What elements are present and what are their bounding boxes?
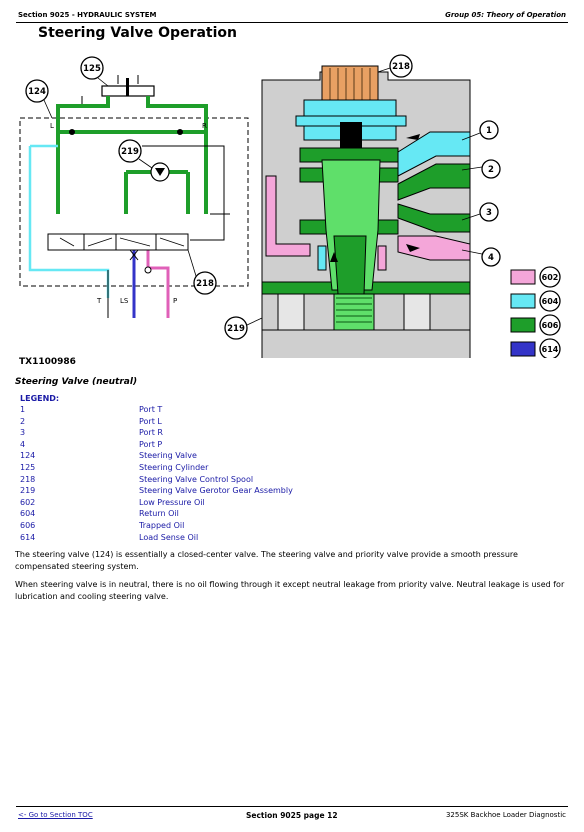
legend-item-text: Trapped Oil — [139, 520, 185, 530]
callout-125: 125 — [83, 64, 101, 74]
legend-item-number: 219 — [20, 486, 36, 496]
legend-item: 2 Port L — [20, 417, 380, 429]
callout-124: 124 — [28, 87, 46, 97]
legend-item-text: Steering Cylinder — [139, 462, 209, 472]
legend-item-number: 3 — [20, 428, 26, 438]
legend-item: 602 Low Pressure Oil — [20, 498, 380, 510]
label-ls: LS — [120, 297, 129, 305]
group-label: Group 05: Theory of Operation — [445, 11, 566, 19]
legend-title: LEGEND: — [20, 394, 60, 403]
page-footer: <- Go to Section TOC Section 9025 page 1… — [16, 806, 568, 823]
legend-item-number: 1 — [20, 405, 26, 414]
legend-item: 614 Load Sense Oil — [20, 533, 380, 545]
legend-item-number: 606 — [20, 520, 36, 530]
legend-item: 124 Steering Valve — [20, 451, 380, 463]
color-key-swatch — [510, 269, 536, 285]
steering-valve-figure: L R T LS P — [19, 54, 561, 358]
legend-item-number: 124 — [20, 451, 36, 461]
color-key-swatch — [510, 293, 536, 309]
color-key-callout — [539, 314, 561, 336]
legend-item-text: Load Sense Oil — [139, 532, 199, 542]
page-number: Section 9025 page 12 — [246, 811, 338, 820]
legend-item-number: 4 — [20, 439, 26, 449]
color-key-swatch — [510, 317, 536, 333]
legend-item-text: Steering Valve Control Spool — [139, 474, 254, 484]
legend-item: 218 Steering Valve Control Spool — [20, 475, 380, 487]
legend-item-number: 125 — [20, 462, 36, 472]
callout-218-top: 218 — [392, 62, 410, 72]
paragraph-2: When steering valve is in neutral, there… — [15, 580, 565, 601]
legend-item: 606 Trapped Oil — [20, 521, 380, 533]
figure-caption: Steering Valve (neutral) — [15, 377, 138, 387]
section-label: Section 9025 - HYDRAULIC SYSTEM — [18, 11, 157, 19]
color-key-swatch — [510, 341, 536, 357]
page-header: Section 9025 - HYDRAULIC SYSTEM Group 05… — [16, 8, 568, 23]
legend-item-text: Port R — [139, 428, 163, 438]
color-key-callout — [539, 290, 561, 312]
label-t: T — [96, 297, 102, 305]
legend-item-text: Port L — [139, 416, 162, 426]
color-key-code: 602 — [542, 273, 559, 282]
color-key-code: 604 — [542, 297, 559, 306]
color-key-code: 614 — [542, 345, 559, 354]
callout-219: 219 — [121, 147, 139, 157]
legend-item-number: 604 — [20, 509, 36, 519]
legend-item: 219 Steering Valve Gerotor Gear Assembly — [20, 486, 380, 498]
legend-item: 3 Port R — [20, 428, 380, 440]
callout-3: 3 — [486, 208, 492, 218]
legend-item-text: Low Pressure Oil — [139, 497, 205, 507]
color-key-code: 606 — [542, 321, 559, 330]
figure-id: TX1100986 — [19, 357, 76, 367]
toc-link[interactable]: <- Go to Section TOC — [18, 811, 93, 819]
legend-item-text: Port P — [139, 439, 163, 449]
label-p: P — [173, 297, 177, 305]
legend-item: 125 Steering Cylinder — [20, 463, 380, 475]
color-key-callout — [539, 266, 561, 288]
legend-item-text: Steering Valve Gerotor Gear Assembly — [139, 486, 293, 496]
legend-item-text: Return Oil — [139, 509, 179, 519]
page-title: Steering Valve Operation — [38, 25, 237, 41]
legend-item: 1 Port T — [20, 405, 380, 417]
label-r: R — [202, 122, 207, 130]
document-title: 325SK Backhoe Loader Diagnostic — [445, 811, 566, 819]
callout-4: 4 — [488, 253, 494, 263]
legend-item-number: 218 — [20, 474, 36, 484]
callout-218: 218 — [196, 279, 214, 289]
legend-item-number: 602 — [20, 497, 36, 507]
color-key-callout — [539, 338, 561, 358]
legend-item: 604 Return Oil — [20, 509, 380, 521]
label-l: L — [50, 122, 54, 130]
legend-item-number: 2 — [20, 416, 26, 426]
legend-item-text: Steering Valve — [139, 451, 197, 461]
callout-219-bottom: 219 — [227, 324, 245, 334]
callout-1: 1 — [486, 126, 492, 136]
legend-item-number: 614 — [20, 532, 36, 542]
paragraph-1: The steering valve (124) is essentially … — [15, 550, 518, 571]
legend-item: 4 Port P — [20, 440, 380, 452]
callout-2: 2 — [488, 165, 494, 175]
legend-item-text: Port T — [139, 405, 163, 414]
color-key: 602 604 606 614 — [510, 266, 561, 358]
